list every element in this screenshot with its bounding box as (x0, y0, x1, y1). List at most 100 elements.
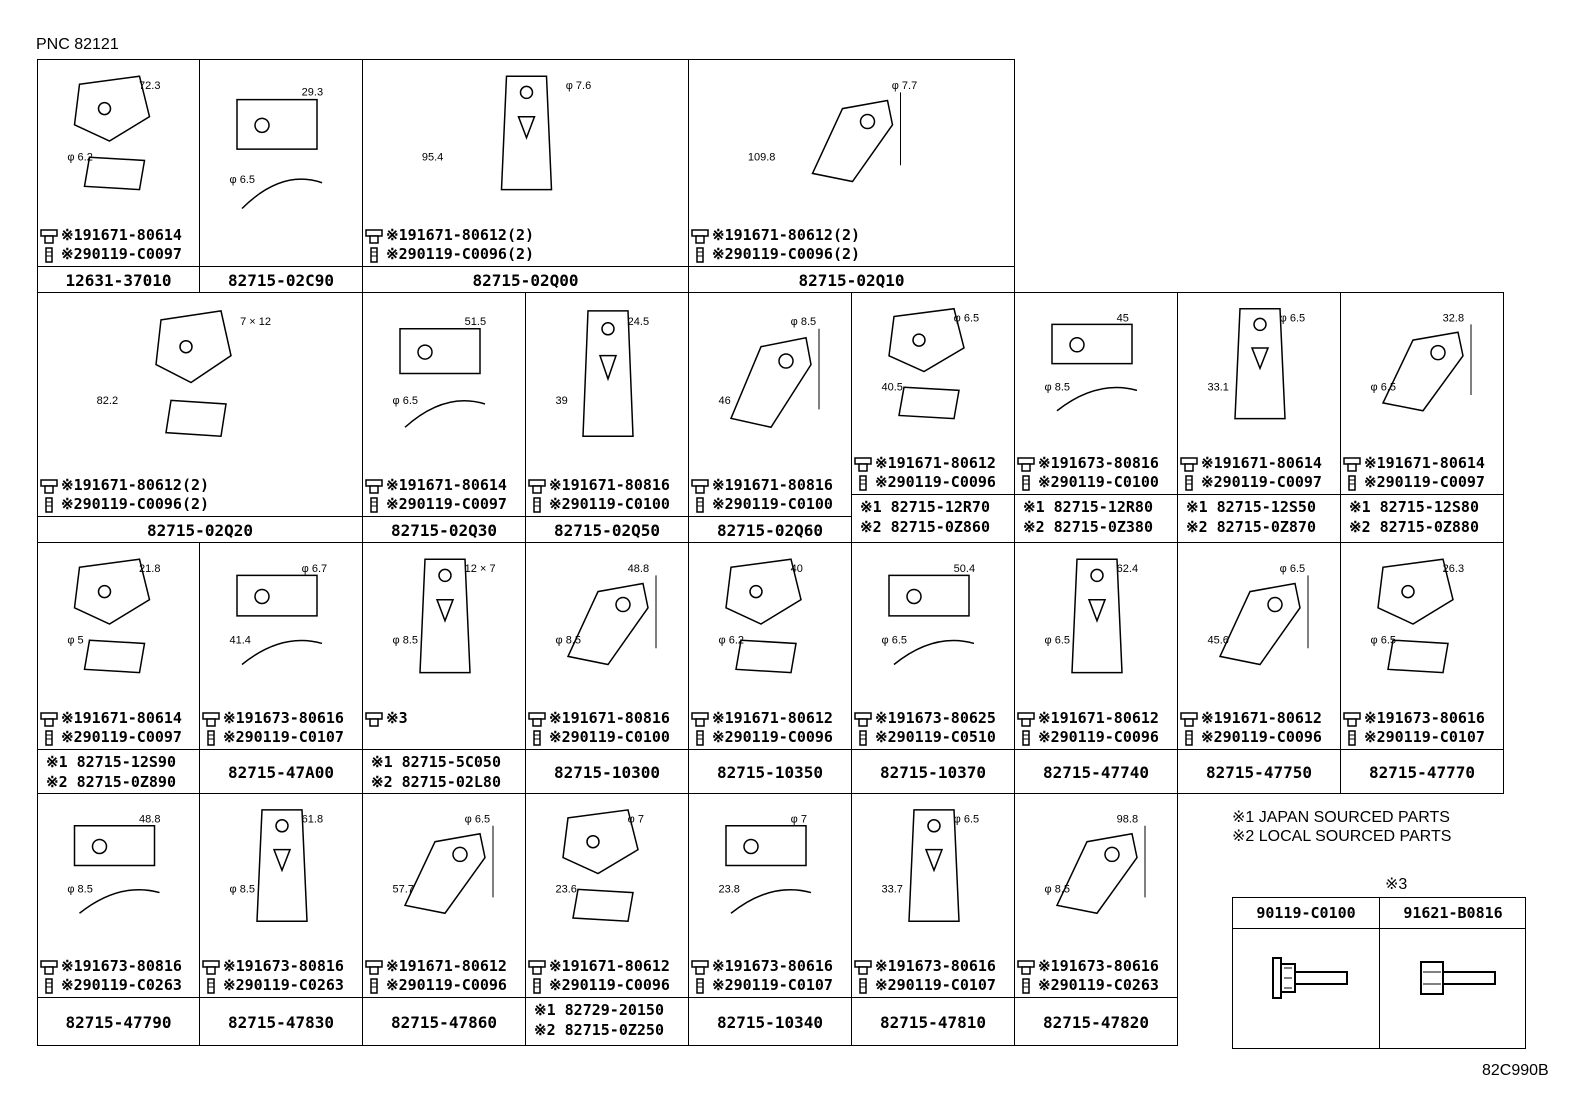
part-number-label[interactable]: 82715-10300 (526, 749, 688, 795)
fastener-row[interactable]: ※290119-C0096 (528, 976, 670, 995)
fastener-row[interactable]: ※290119-C0263 (1017, 976, 1159, 995)
fastener-row[interactable]: ※191671-80612 (528, 957, 670, 976)
fastener-row[interactable]: ※290119-C0096(2) (40, 495, 209, 514)
fastener-row[interactable]: ※191673-80616 (691, 957, 833, 976)
fastener-row[interactable]: ※290119-C0096 (1017, 728, 1159, 747)
part-number-label[interactable]: 82715-47770 (1341, 749, 1503, 795)
fastener-row[interactable]: ※290119-C0097 (1180, 473, 1322, 492)
fastener-row[interactable]: ※191671-80816 (528, 709, 670, 728)
part-number-label[interactable]: 82715-10370 (852, 749, 1014, 795)
part-number-label[interactable]: 82715-02Q10 (689, 266, 1014, 294)
fastener-row[interactable]: ※290119-C0100 (528, 495, 670, 514)
legend-part-2[interactable]: 91621-B0816 (1380, 898, 1526, 929)
fastener-row[interactable]: ※191671-80614 (365, 476, 507, 495)
fastener-row[interactable]: ※3 (365, 709, 408, 728)
fastener-row[interactable]: ※290119-C0096(2) (691, 245, 860, 264)
fastener-row[interactable]: ※290119-C0097 (40, 245, 182, 264)
part-number-label[interactable]: 82715-02Q50 (526, 516, 688, 544)
fastener-row[interactable]: ※191673-80616 (854, 957, 996, 976)
fastener-row[interactable]: ※191671-80816 (691, 476, 833, 495)
fastener-row[interactable]: ※290119-C0096 (691, 728, 833, 747)
part-number-label[interactable]: ※1 82715-12R80※2 82715-0Z380 (1015, 494, 1177, 544)
fastener-row[interactable]: ※191671-80612 (365, 957, 507, 976)
fastener-row[interactable]: ※290119-C0107 (854, 976, 996, 995)
part-number-label[interactable]: ※1 82715-12R70※2 82715-0Z860 (852, 494, 1014, 544)
fastener-row[interactable]: ※191673-80616 (1343, 709, 1485, 728)
fastener-row[interactable]: ※290119-C0263 (202, 976, 344, 995)
fastener-row[interactable]: ※290119-C0096 (1180, 728, 1322, 747)
part-number-label[interactable]: ※1 82715-12S90※2 82715-0Z890 (38, 749, 199, 795)
fastener-row[interactable]: ※191671-80612 (1180, 709, 1322, 728)
part-number-label[interactable]: 82715-47740 (1015, 749, 1177, 795)
fastener-row[interactable]: ※191673-80616 (1017, 957, 1159, 976)
fastener-row[interactable]: ※191671-80614 (40, 226, 182, 245)
fastener-row[interactable]: ※290119-C0097 (40, 728, 182, 747)
fastener-row[interactable]: ※191673-80816 (1017, 454, 1159, 473)
part-number-label[interactable]: 82715-10340 (689, 997, 851, 1047)
part-number-label[interactable]: 82715-47A00 (200, 749, 362, 795)
fastener-row[interactable]: ※191671-80612 (691, 709, 833, 728)
part-number-label[interactable]: 82715-02Q20 (38, 516, 362, 544)
fastener-row[interactable]: ※290119-C0100 (691, 495, 833, 514)
fastener-row[interactable]: ※191671-80612 (1017, 709, 1159, 728)
part-number-label[interactable]: 82715-47820 (1015, 997, 1177, 1047)
fastener-row[interactable]: ※290119-C0263 (40, 976, 182, 995)
part-number-label[interactable]: 82715-02C90 (200, 266, 362, 294)
fastener-row[interactable]: ※191671-80612(2) (691, 226, 860, 245)
fastener-row[interactable]: ※191673-80616 (202, 709, 344, 728)
fastener-row[interactable]: ※191673-80816 (202, 957, 344, 976)
fastener-row[interactable]: ※290119-C0100 (1017, 473, 1159, 492)
part-number-label[interactable]: 82715-47830 (200, 997, 362, 1047)
fastener-row[interactable]: ※290119-C0096(2) (365, 245, 534, 264)
fastener-row[interactable]: ※290119-C0107 (202, 728, 344, 747)
fastener-row[interactable]: ※191671-80816 (528, 476, 670, 495)
legend-part-1[interactable]: 90119-C0100 (1233, 898, 1379, 929)
fastener-row[interactable]: ※191673-80625 (854, 709, 996, 728)
part-number-label[interactable]: 82715-47750 (1178, 749, 1340, 795)
fastener-row[interactable]: ※290119-C0097 (365, 495, 507, 514)
part-number-label[interactable]: 82715-47790 (38, 997, 199, 1047)
fastener-row[interactable]: ※290119-C0096 (854, 473, 996, 492)
part-number-label[interactable]: 82715-47810 (852, 997, 1014, 1047)
fastener-row[interactable]: ※191671-80614 (1180, 454, 1322, 473)
fastener-row[interactable]: ※290119-C0107 (691, 976, 833, 995)
part-number-label[interactable]: 82715-02Q30 (363, 516, 525, 544)
part-number-label[interactable]: 82715-10350 (689, 749, 851, 795)
fastener-row[interactable]: ※290119-C0097 (1343, 473, 1485, 492)
part-number-label[interactable]: 82715-02Q00 (363, 266, 688, 294)
fastener-row[interactable]: ※290119-C0510 (854, 728, 996, 747)
part-number-label[interactable]: 82715-47860 (363, 997, 525, 1047)
part-number-label[interactable]: 82715-02Q60 (689, 516, 851, 544)
fastener-row[interactable]: ※191671-80612(2) (365, 226, 534, 245)
fastener-row[interactable]: ※191671-80612 (854, 454, 996, 473)
fastener-row[interactable]: ※191671-80614 (1343, 454, 1485, 473)
fastener-row[interactable]: ※290119-C0107 (1343, 728, 1485, 747)
fastener-row[interactable]: ※191671-80612(2) (40, 476, 209, 495)
